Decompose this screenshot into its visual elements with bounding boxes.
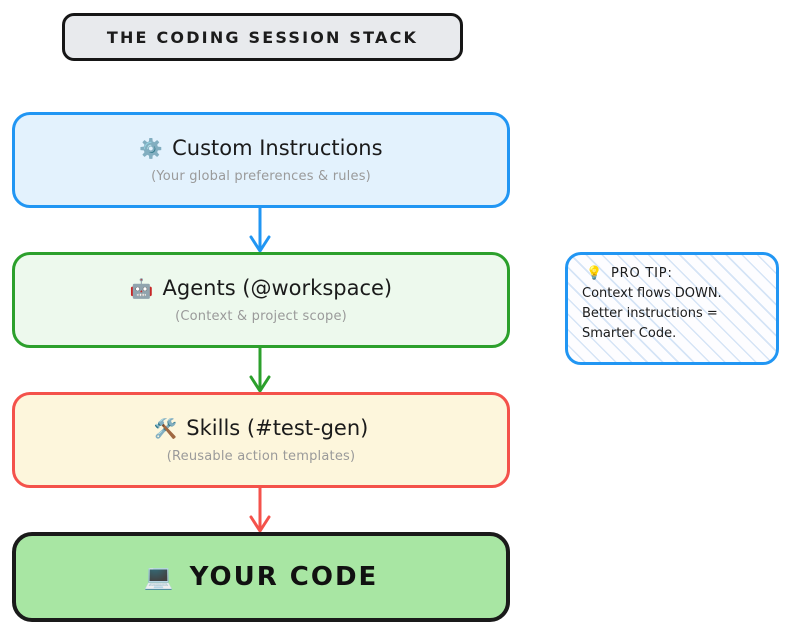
stack-box-label: Agents (@workspace) [162,276,393,301]
lightbulb-icon: 💡 [586,266,603,281]
pro-tip-line: Better instructions = [582,305,718,321]
pro-tip-note: 💡 PRO TIP: Context flows DOWN. Better in… [565,252,779,365]
arrow-agents-to-skills [249,346,271,393]
diagram-title-text: THE CODING SESSION STACK [106,27,419,47]
final-label-row: 💻 YOUR CODE [144,562,379,592]
pro-tip-line: Context flows DOWN. [582,286,722,301]
stack-box-label-row: 🤖 Agents (@workspace) [130,276,392,301]
stack-box-agents[interactable]: 🤖 Agents (@workspace) (Context & project… [12,252,510,348]
pro-tip-line: Smarter Code. [582,325,677,341]
stack-box-your-code[interactable]: 💻 YOUR CODE [12,532,510,622]
arrow-skills-to-code [249,486,271,533]
final-label: YOUR CODE [189,562,379,592]
robot-icon: 🤖 [129,277,154,300]
arrow-instructions-to-agents [249,206,271,253]
hammer-and-wrench-icon: 🛠️ [153,417,178,440]
diagram-title-box: THE CODING SESSION STACK [62,13,463,61]
stack-box-custom-instructions[interactable]: ⚙️ Custom Instructions (Your global pref… [12,112,510,208]
stack-box-subtitle: (Reusable action templates) [166,448,356,464]
gear-icon: ⚙️ [139,137,164,160]
pro-tip-heading: PRO TIP: [611,266,673,281]
stack-box-label-row: ⚙️ Custom Instructions [139,136,382,161]
stack-box-subtitle: (Your global preferences & rules) [151,168,371,184]
stack-box-label-row: 🛠️ Skills (#test-gen) [154,416,369,441]
stack-box-subtitle: (Context & project scope) [175,308,347,324]
pro-tip-heading-row: 💡 PRO TIP: [586,266,762,281]
stack-box-label: Skills (#test-gen) [186,416,369,441]
laptop-icon: 💻 [143,563,176,591]
stack-box-label: Custom Instructions [172,136,383,161]
stack-box-skills[interactable]: 🛠️ Skills (#test-gen) (Reusable action t… [12,392,510,488]
